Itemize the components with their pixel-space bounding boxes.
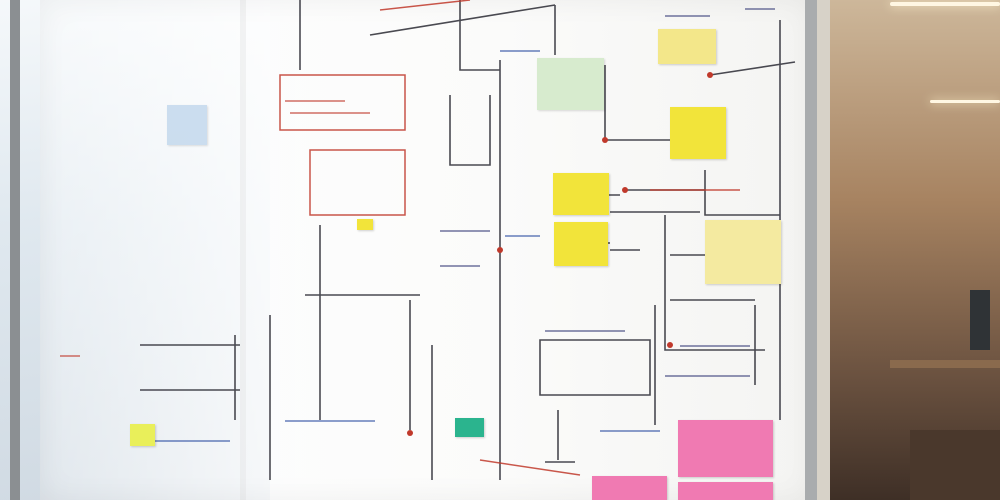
handwriting: [505, 235, 540, 237]
sticky-note: [705, 220, 781, 284]
sticky-note: [537, 58, 604, 110]
cabinet: [910, 430, 1000, 500]
ceiling-light: [890, 2, 1000, 6]
handwriting: [665, 375, 750, 377]
sticky-note: [678, 482, 773, 500]
board-frame-right: [805, 0, 817, 500]
handwriting: [545, 330, 625, 332]
desk: [890, 360, 1000, 368]
sticky-note: [678, 420, 773, 477]
handwriting: [680, 345, 750, 347]
handwriting: [290, 112, 370, 114]
handwriting: [440, 230, 490, 232]
sticky-note: [554, 222, 608, 266]
sticky-note: [670, 107, 726, 159]
sticky-note: [455, 418, 484, 437]
handwriting: [60, 355, 80, 357]
sticky-note: [167, 105, 207, 145]
glass-edge: [817, 0, 831, 500]
sticky-note: [553, 173, 609, 215]
sticky-note: [130, 424, 155, 446]
sticky-note: [592, 476, 667, 500]
sticky-note: [357, 219, 373, 230]
handwriting: [600, 430, 660, 432]
handwriting: [285, 420, 375, 422]
ceiling-light: [930, 100, 1000, 103]
handwriting: [150, 440, 230, 442]
handwriting: [285, 100, 345, 102]
monitor: [970, 290, 990, 350]
whiteboard: [40, 0, 810, 500]
handwriting: [440, 265, 480, 267]
office-interior: [830, 0, 1000, 500]
handwriting: [665, 15, 710, 17]
handwriting: [745, 8, 775, 10]
sticky-note: [658, 29, 716, 64]
window-frame-left: [10, 0, 20, 500]
handwriting: [500, 50, 540, 52]
